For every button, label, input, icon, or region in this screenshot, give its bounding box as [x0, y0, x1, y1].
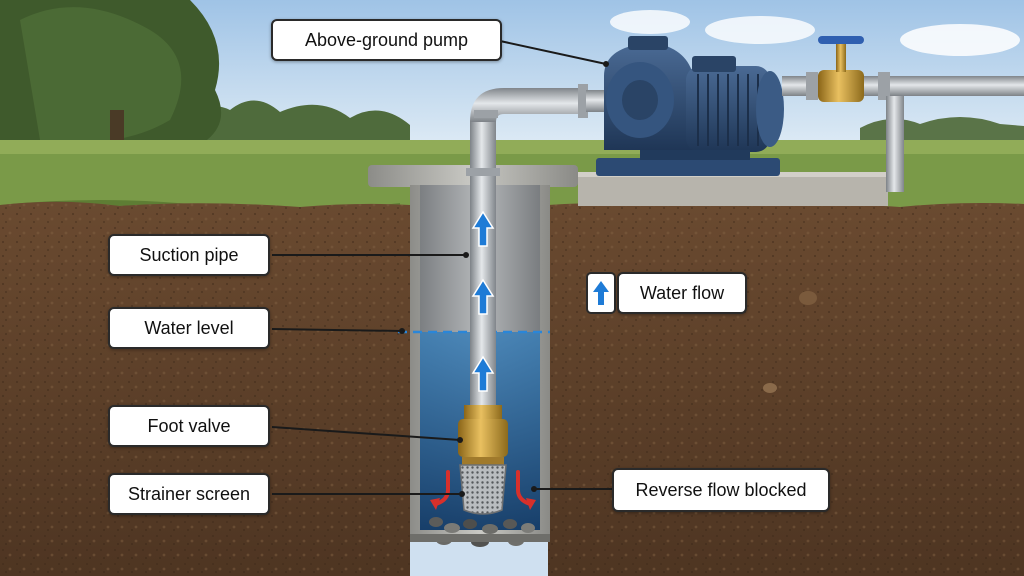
cloud: [705, 16, 815, 44]
pebble: [799, 291, 817, 305]
label-water-flow: Water flow: [617, 272, 747, 314]
label-reverse-flow-blocked: Reverse flow blocked: [612, 468, 830, 512]
label-suction-pipe: Suction pipe: [108, 234, 270, 276]
strainer-screen: [460, 465, 506, 514]
cloud: [900, 24, 1020, 56]
pebble: [763, 383, 777, 393]
label-water-level: Water level: [108, 307, 270, 349]
arrow-up-icon: [592, 280, 610, 306]
pipe-support: [886, 96, 904, 192]
label-strainer-screen: Strainer screen: [108, 473, 270, 515]
legend-flow-swatch: [586, 272, 616, 314]
label-foot-valve: Foot valve: [108, 405, 270, 447]
concrete-slab: [578, 172, 888, 206]
label-above-ground-pump: Above-ground pump: [271, 19, 502, 61]
cloud: [610, 10, 690, 34]
foot-valve: [458, 405, 508, 465]
